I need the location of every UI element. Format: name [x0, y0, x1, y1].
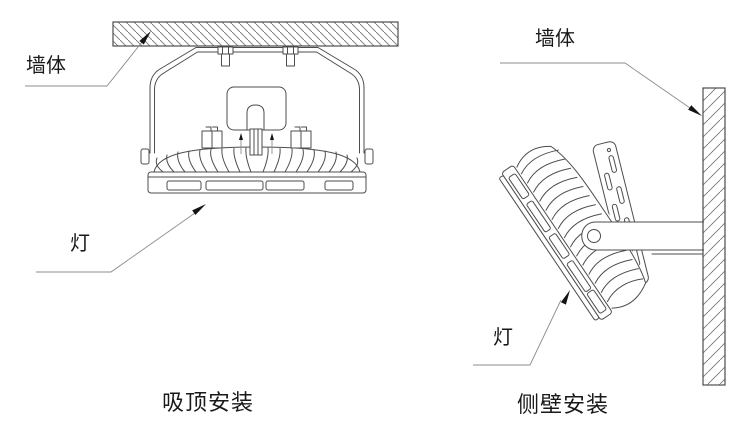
ceiling-leader-line — [25, 41, 143, 87]
right-lamp-leader-line — [473, 299, 562, 366]
left-lamp-leader-arrow — [192, 204, 206, 215]
ceiling-leader-arrow — [139, 31, 151, 45]
left-lamp-leader-line — [36, 212, 196, 273]
left-caption: 吸顶安装 — [162, 391, 254, 416]
side-tab-left — [140, 148, 150, 165]
right-wall-label: 墙体 — [535, 26, 575, 50]
pivot-hole — [587, 229, 601, 243]
wall-leader-arrow — [688, 105, 702, 116]
left-wall-label: 墙体 — [26, 53, 66, 77]
wall-mount-view: 墙体 灯 侧壁安装 — [473, 26, 726, 418]
cable-gland-dome — [246, 104, 265, 131]
ceiling-mount-view: 墙体 灯 吸顶安装 — [25, 21, 399, 416]
right-lamp-label: 灯 — [493, 325, 513, 349]
fin-lines — [155, 147, 359, 173]
heat-sink — [153, 126, 361, 173]
right-lamp-leader-arrow — [560, 290, 570, 305]
side-tab-right — [364, 148, 374, 165]
terminal-block-left — [201, 126, 223, 149]
bolt-left — [217, 46, 234, 67]
terminal-block-right — [290, 126, 312, 149]
centre-stem — [239, 128, 274, 156]
plate-hole-top — [606, 147, 612, 153]
bolt-right — [282, 46, 299, 67]
right-caption: 侧壁安装 — [517, 393, 609, 418]
left-lamp-label: 灯 — [70, 231, 90, 255]
junction-box — [226, 86, 287, 131]
wall-leader-line — [500, 62, 691, 109]
mounting-arm — [581, 221, 704, 255]
wall-slab — [702, 87, 726, 386]
lamp-face-strip — [499, 165, 612, 321]
ceiling-slab — [112, 21, 399, 47]
lamp-base-frame — [140, 148, 374, 194]
mounting-bracket — [149, 47, 365, 154]
tilted-lamp — [499, 145, 647, 321]
